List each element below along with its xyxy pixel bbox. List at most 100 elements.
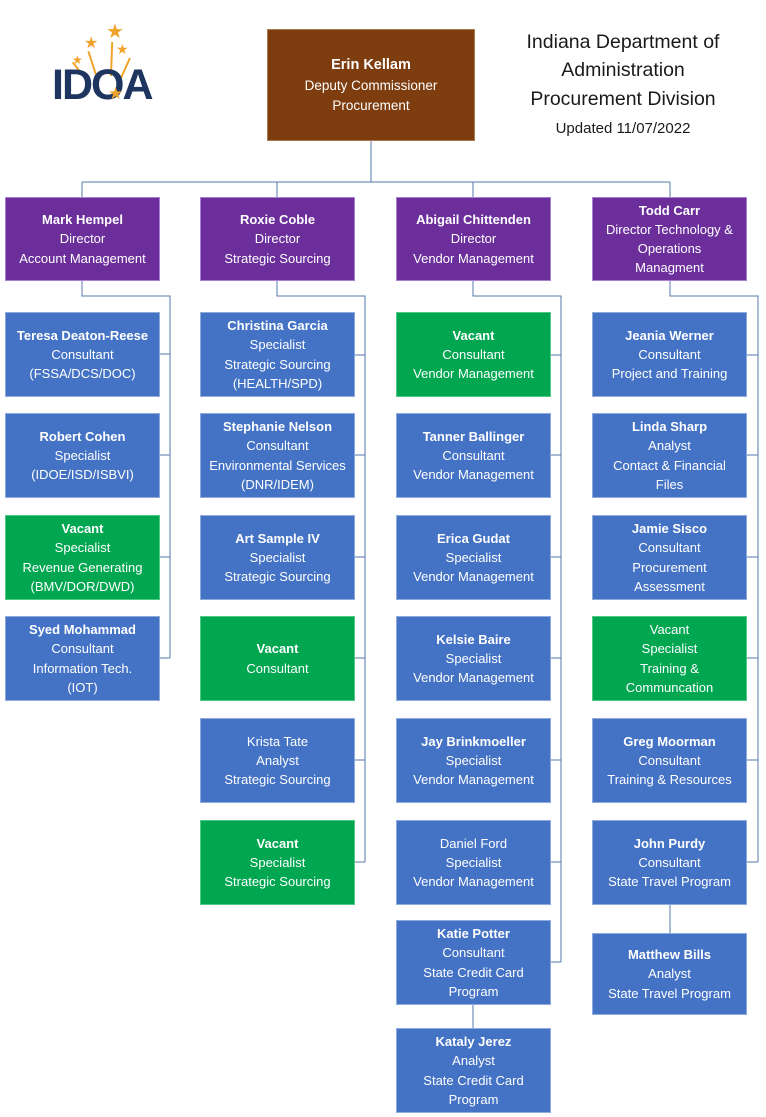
org-box-jamie-sisco: Jamie Sisco Consultant Procurement Asses… xyxy=(592,515,747,600)
person-name: Mark Hempel xyxy=(42,212,123,228)
person-name: Todd Carr xyxy=(638,202,701,218)
org-box-kelsie-baire: Kelsie Baire Specialist Vendor Managemen… xyxy=(396,616,551,701)
star-icon: ★ xyxy=(84,35,99,52)
person-name: Krista Tate xyxy=(246,733,309,749)
person-line: Consultant xyxy=(638,540,701,556)
person-line: Training & xyxy=(640,660,699,676)
person-line: Analyst xyxy=(648,966,691,982)
person-line: (IDOE/ISD/ISBVI) xyxy=(31,467,134,483)
person-line: Environmental Services xyxy=(209,457,346,473)
person-line: Specialist xyxy=(445,549,502,565)
person-line: Training & Resources xyxy=(607,772,732,788)
star-icon: ★ xyxy=(108,84,124,103)
person-name: Vacant xyxy=(256,835,299,851)
star-icon: ★ xyxy=(116,41,129,57)
org-box-syed-mohammad: Syed Mohammad Consultant Information Tec… xyxy=(5,616,160,701)
title-line: Procurement Division xyxy=(530,87,716,110)
person-name: Kataly Jerez xyxy=(435,1034,512,1050)
person-line: Procurement xyxy=(332,97,410,113)
person-line: Procurement xyxy=(632,559,707,575)
person-line: Vendor Management xyxy=(413,772,534,788)
person-line: Revenue Generating xyxy=(22,559,143,575)
title-line: Indiana Department of xyxy=(526,31,720,53)
org-box-krista-tate: Krista Tate Analyst Strategic Sourcing xyxy=(200,718,355,803)
person-line: Consultant xyxy=(51,346,114,362)
person-line: Consultant xyxy=(638,346,701,362)
person-line: Vendor Management xyxy=(413,467,534,483)
org-box-christina-garcia: Christina Garcia Specialist Strategic So… xyxy=(200,312,355,397)
person-name: Jeania Werner xyxy=(625,327,714,343)
person-line: (DNR/IDEM) xyxy=(241,476,314,492)
org-box-kataly-jerez: Kataly Jerez Analyst State Credit Card P… xyxy=(396,1028,551,1113)
person-name: Greg Moorman xyxy=(623,733,716,749)
person-line: Specialist xyxy=(641,641,698,657)
person-line: Deputy Commissioner xyxy=(304,77,438,93)
person-line: Files xyxy=(655,476,684,492)
person-line: Strategic Sourcing xyxy=(224,874,331,890)
org-box-jeania-werner: Jeania Werner Consultant Project and Tra… xyxy=(592,312,747,397)
person-line: Specialist xyxy=(445,752,502,768)
person-line: Contact & Financial xyxy=(613,457,726,473)
org-box-vacant-vendor-management: Vacant Consultant Vendor Management xyxy=(396,312,551,397)
org-box-teresa-deaton-reese: Teresa Deaton-Reese Consultant (FSSA/DCS… xyxy=(5,312,160,397)
person-line: Director xyxy=(254,231,301,247)
person-line: Consultant xyxy=(638,752,701,768)
logo-letters: IDOA xyxy=(52,61,153,109)
person-line: Assessment xyxy=(634,578,705,594)
star-icon: ★ xyxy=(106,21,124,43)
person-line: Consultant xyxy=(442,346,505,362)
person-name: Daniel Ford xyxy=(439,835,508,851)
person-line: Consultant xyxy=(442,945,505,961)
person-line: Specialist xyxy=(249,549,306,565)
person-line: Vendor Management xyxy=(413,250,534,266)
org-box-erin-kellam: Erin Kellam Deputy Commissioner Procurem… xyxy=(267,29,475,141)
person-name: Vacant xyxy=(61,521,104,537)
org-box-jay-brinkmoeller: Jay Brinkmoeller Specialist Vendor Manag… xyxy=(396,718,551,803)
person-name: Jamie Sisco xyxy=(631,521,708,537)
person-line: (FSSA/DCS/DOC) xyxy=(29,366,136,382)
person-line: Consultant xyxy=(51,641,114,657)
person-line: Operations xyxy=(637,241,702,256)
person-line: Consultant xyxy=(638,854,701,870)
org-box-vacant-revenue-generating: Vacant Specialist Revenue Generating (BM… xyxy=(5,515,160,600)
updated-date: Updated 11/07/2022 xyxy=(555,119,691,137)
person-line: Vendor Management xyxy=(413,874,534,890)
person-line: Specialist xyxy=(54,540,111,556)
person-name: Katie Potter xyxy=(437,926,510,942)
person-name: Matthew Bills xyxy=(627,947,712,963)
person-line: State Travel Program xyxy=(608,874,731,890)
person-line: Specialist xyxy=(54,447,111,463)
org-box-roxie-coble: Roxie Coble Director Strategic Sourcing xyxy=(200,197,355,281)
title-line: Administration xyxy=(561,59,685,82)
person-line: Account Management xyxy=(19,250,146,266)
person-line: (IOT) xyxy=(67,679,98,695)
person-name: Stephanie Nelson xyxy=(222,419,333,435)
org-box-katie-potter: Katie Potter Consultant State Credit Car… xyxy=(396,920,551,1005)
org-box-mark-hempel: Mark Hempel Director Account Management xyxy=(5,197,160,281)
person-line: Strategic Sourcing xyxy=(224,250,331,266)
person-line: Project and Training xyxy=(611,366,728,382)
org-box-matthew-bills: Matthew Bills Analyst State Travel Progr… xyxy=(592,933,747,1015)
org-box-linda-sharp: Linda Sharp Analyst Contact & Financial … xyxy=(592,413,747,498)
person-line: Consultant xyxy=(246,438,309,454)
person-line: Analyst xyxy=(648,438,691,454)
org-box-daniel-ford: Daniel Ford Specialist Vendor Management xyxy=(396,820,551,905)
person-line: Director xyxy=(450,231,497,247)
person-line: Consultant xyxy=(442,447,505,463)
person-name: Christina Garcia xyxy=(227,318,328,334)
org-box-greg-moorman: Greg Moorman Consultant Training & Resou… xyxy=(592,718,747,803)
page-title: Indiana Department of Administration Pro… xyxy=(495,28,751,140)
org-box-abigail-chittenden: Abigail Chittenden Director Vendor Manag… xyxy=(396,197,551,281)
org-box-john-purdy: John Purdy Consultant State Travel Progr… xyxy=(592,820,747,905)
person-line: Specialist xyxy=(249,854,306,870)
person-line: Managment xyxy=(635,260,704,276)
person-name: Vacant xyxy=(452,327,495,343)
person-line: State Credit Card xyxy=(423,964,524,980)
person-line: (BMV/DOR/DWD) xyxy=(30,578,135,594)
person-line: Communcation xyxy=(625,679,714,695)
person-name: Vacant xyxy=(256,641,299,657)
person-line: Vendor Management xyxy=(413,569,534,585)
person-name: Art Sample IV xyxy=(235,530,320,546)
